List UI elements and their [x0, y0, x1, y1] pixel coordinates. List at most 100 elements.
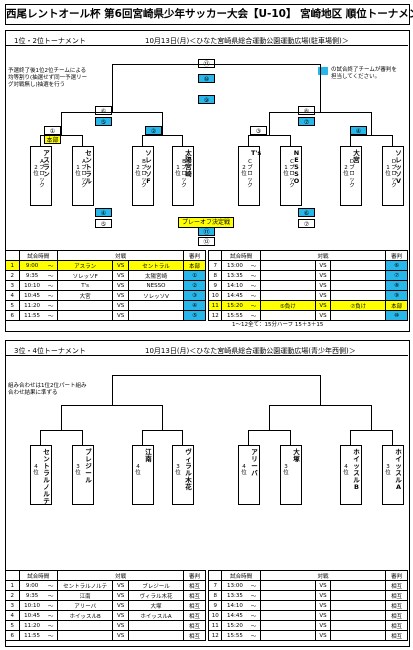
legend-note: の試合終了チームが審判を担当してください。 — [331, 67, 397, 80]
team-block: Aブロック — [81, 159, 87, 189]
bracket-line — [61, 112, 62, 135]
table-cell: ～ — [247, 600, 261, 611]
table-cell — [259, 620, 316, 631]
bracket-line — [371, 112, 372, 135]
table-cell: 4 — [5, 610, 20, 621]
bottom-team-5: 4位アリーバ — [238, 445, 260, 505]
table-cell: ～ — [44, 300, 59, 311]
team-rank: 3位 — [283, 464, 289, 476]
table-header-cell: 試合時間 — [18, 570, 59, 581]
table-cell — [259, 630, 316, 641]
table-cell: 13:35 — [221, 270, 248, 281]
team-block: Cブロック — [289, 159, 295, 189]
bottom-team-7: 4位ホイッスルB — [340, 445, 362, 505]
bottom-left-note: 組み合わせは1位2位パート組み合わせ結果に準ずる — [8, 383, 87, 396]
table-header-cell: 試合時間 — [18, 250, 59, 261]
team-name: T's — [251, 149, 262, 157]
bracket-line — [182, 430, 183, 445]
bracket-line — [290, 430, 291, 445]
table-cell: 相互 — [183, 580, 206, 591]
table-cell: VS — [112, 610, 129, 621]
table-cell: 12 — [207, 630, 223, 641]
team-rank: 2位 — [135, 165, 141, 177]
bracket-line — [142, 135, 143, 146]
quarter-box-1: ① — [44, 126, 61, 135]
team-rank: 1位 — [175, 165, 181, 177]
table-cell — [330, 290, 387, 301]
table-cell: ～ — [247, 590, 261, 601]
table-cell: 6 — [5, 630, 20, 641]
table-cell: 13:00 — [221, 260, 248, 271]
quarter-box-4: ④ — [350, 126, 367, 135]
bracket-line — [392, 135, 393, 146]
table-cell: ～ — [247, 310, 261, 321]
table-header-cell — [5, 570, 20, 581]
table-cell: VS — [314, 290, 332, 301]
bottom-team-1: 4位セントラルノルテ — [30, 445, 52, 505]
match-box-7: ⑦ — [298, 117, 315, 126]
team-name: NESSO — [293, 149, 300, 185]
bracket-line — [162, 112, 163, 135]
table-cell: VS — [112, 590, 129, 601]
table-cell — [330, 590, 387, 601]
table-cell: ソレッソV — [127, 290, 185, 301]
bracket-line — [350, 430, 351, 445]
table-cell: ～ — [44, 290, 59, 301]
table-cell: ～ — [44, 580, 59, 591]
table-cell: ホイッスルA — [127, 610, 185, 621]
table-cell: 太陽宮崎 — [127, 270, 185, 281]
bottom-team-2: 3位ブレジール — [72, 445, 94, 505]
table-cell: ～ — [247, 630, 261, 641]
table-cell: 9:35 — [18, 270, 45, 281]
bracket-line — [162, 405, 163, 430]
team-block: Bブロック — [181, 159, 187, 189]
table-header-cell: 審判 — [183, 570, 206, 581]
table-cell: VS — [112, 620, 129, 631]
team-rank: 2位 — [241, 165, 247, 177]
table-cell: 7 — [207, 580, 223, 591]
bracket-line — [269, 112, 270, 135]
table-cell — [330, 630, 387, 641]
table-header-row: 試合時間対戦審判 — [5, 250, 206, 261]
table-header-cell: 対戦 — [57, 250, 185, 261]
bottom-box-11: ⑥ — [298, 208, 315, 217]
table-cell: VS — [314, 590, 332, 601]
bracket-line — [111, 375, 321, 376]
table-header-cell: 試合時間 — [221, 570, 261, 581]
table-cell — [330, 600, 387, 611]
bottom-section-label: 3位・4位トーナメント — [14, 347, 86, 355]
table-cell: 本部 — [183, 260, 206, 271]
team-name: ソレッソV — [395, 149, 402, 185]
playoff-box-12: ⑫ — [198, 237, 215, 246]
top-date-venue: 10月13日(月)＜ひなた宮崎県総合運動公園運動広場(駐車場側)＞ — [145, 37, 349, 45]
table-cell: T's — [57, 280, 114, 291]
table-cell: 10 — [207, 290, 223, 301]
team-rank: 4位 — [135, 464, 141, 476]
honbu-box: 本部 — [44, 135, 61, 144]
bracket-line — [269, 405, 270, 430]
bracket-line — [320, 64, 321, 112]
table-cell: 9:35 — [18, 590, 45, 601]
bottom-section — [5, 340, 410, 647]
bracket-line — [111, 64, 321, 65]
match-box-5: ⑤ — [95, 117, 112, 126]
table-cell: ～ — [247, 580, 261, 591]
table-cell: セントラルノルテ — [57, 580, 114, 591]
table-cell — [330, 310, 387, 321]
table-cell: 本部 — [385, 300, 408, 311]
table-cell: 2 — [5, 590, 20, 601]
bracket-line — [40, 430, 83, 431]
table-cell: VS — [112, 290, 129, 301]
table-cell: 4 — [5, 290, 20, 301]
